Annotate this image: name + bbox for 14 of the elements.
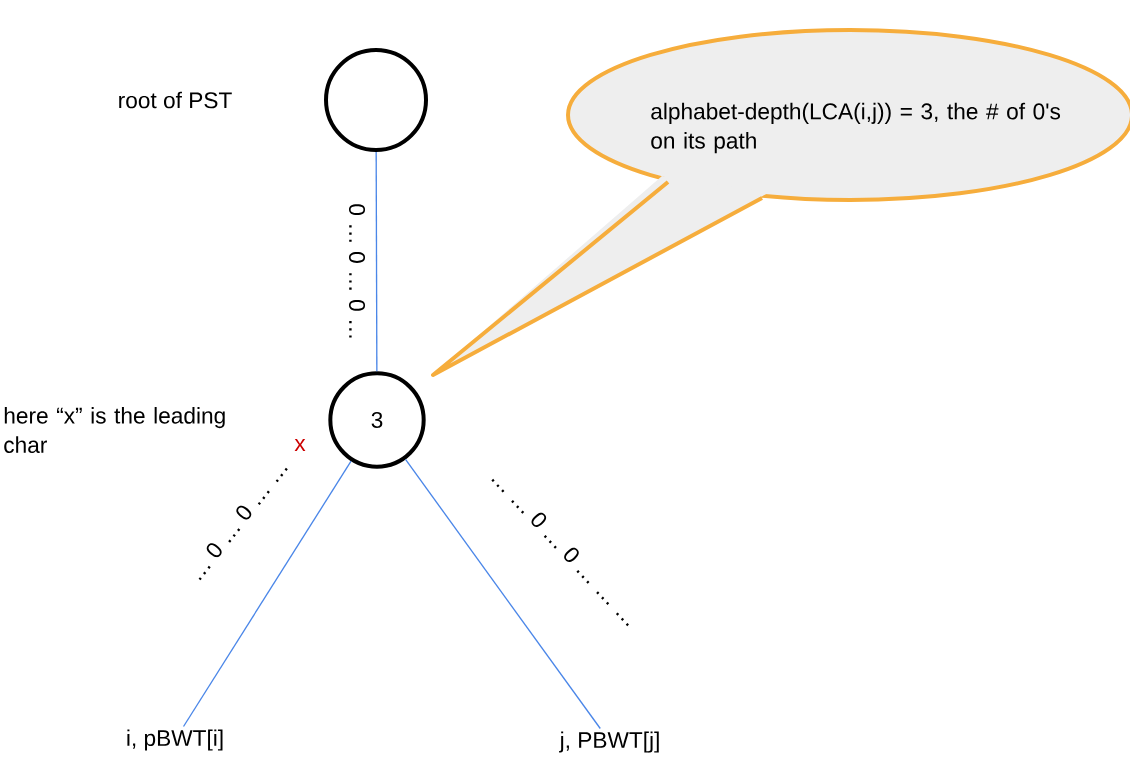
edge-label: … … 0 … 0 … … …: [491, 478, 629, 627]
tree-edge: [404, 458, 601, 730]
edge-label: 0 … 0 … 0 …: [349, 204, 366, 338]
annotation: here “x” is the leading char: [4, 407, 225, 453]
callout-bubble: alphabet-depth(LCA(i,j)) = 3, the # of 0's on its path: [431, 28, 1130, 377]
leaf-label: i, pBWT[i]: [127, 729, 223, 751]
tree-node: 3: [328, 371, 426, 469]
leaf-label: j, PBWT[j]: [559, 731, 659, 753]
node-label: root of PST: [119, 91, 232, 109]
edge-label: … 0 … 0 … …: [198, 467, 288, 581]
tree-edge: [375, 151, 378, 372]
cross-mark: x: [294, 439, 306, 451]
tree-node: [324, 48, 428, 152]
tree-edge: [182, 460, 352, 728]
